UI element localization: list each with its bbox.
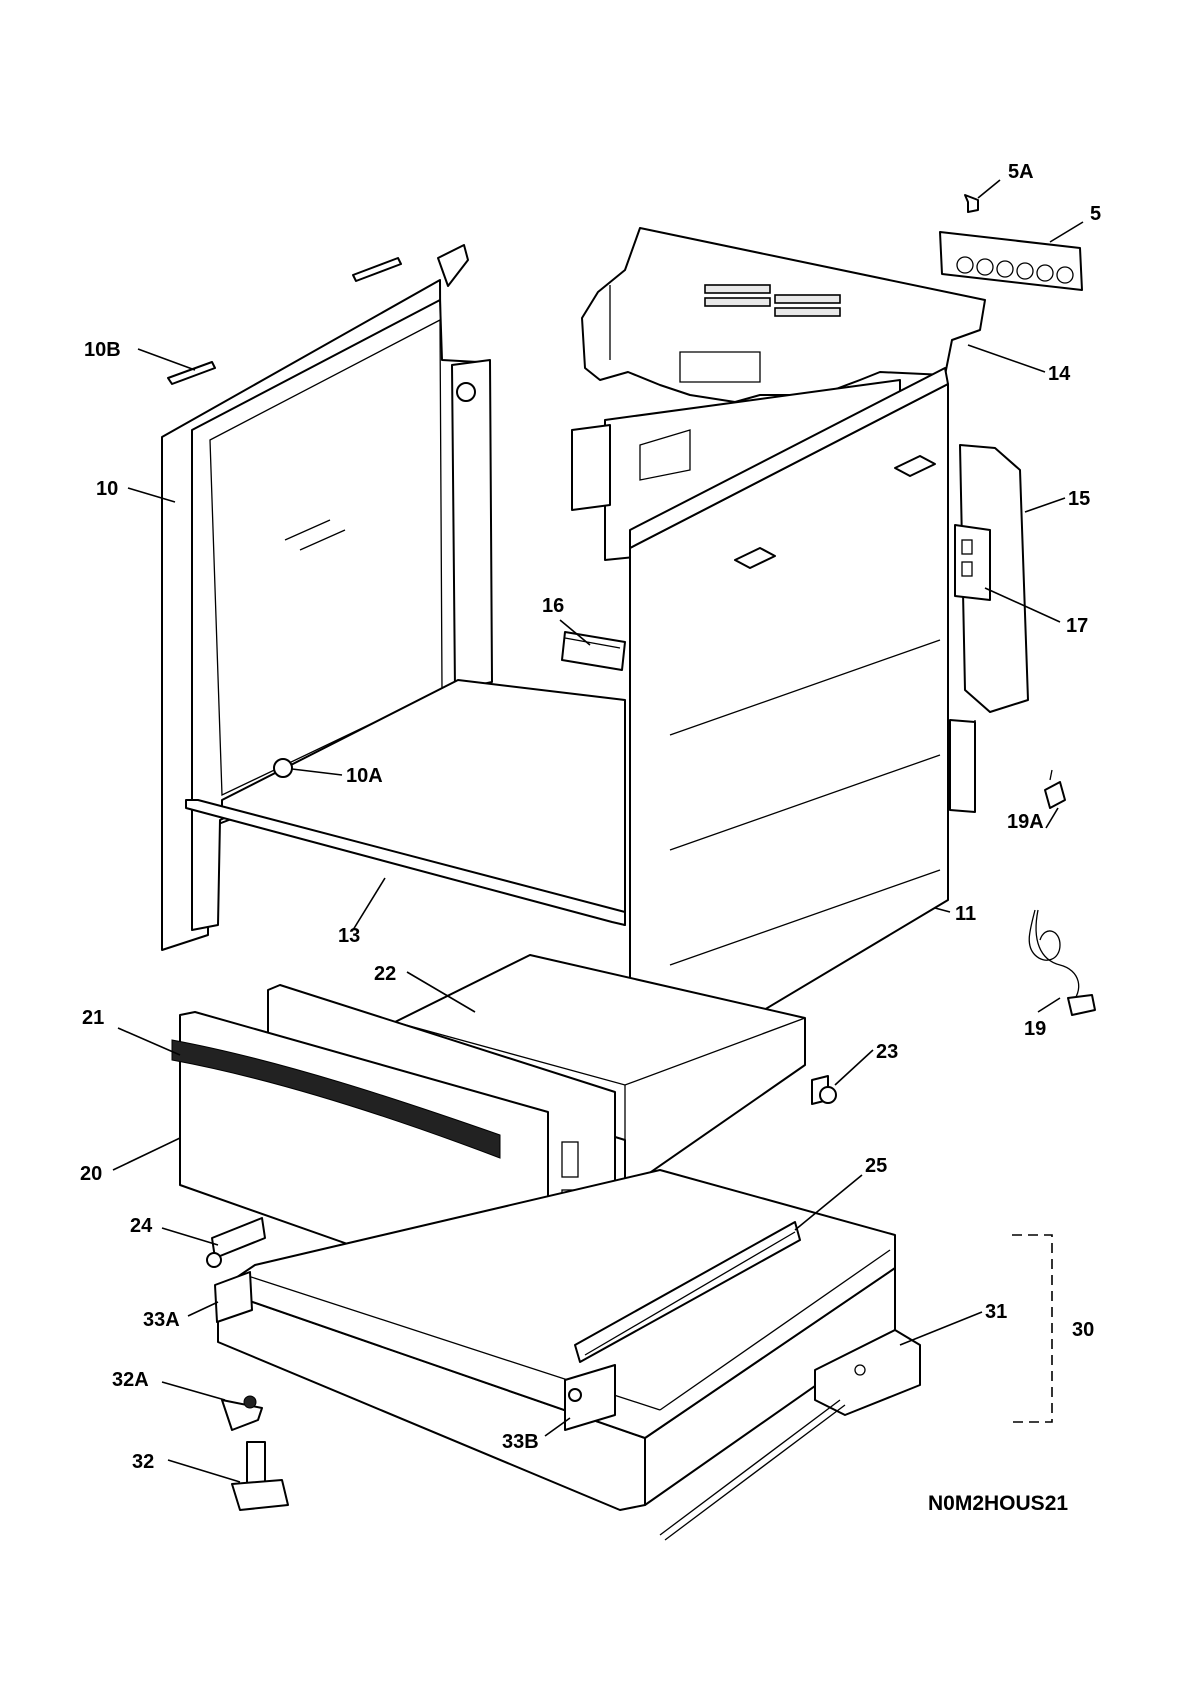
callout-33a: 33A xyxy=(143,1309,180,1331)
top-bracket-10b xyxy=(167,257,402,385)
callout-32: 32 xyxy=(132,1451,154,1473)
rail-bracket-33b xyxy=(564,1364,616,1431)
callout-15: 15 xyxy=(1068,488,1090,510)
callout-24: 24 xyxy=(130,1215,153,1237)
callout-5a: 5A xyxy=(1008,161,1034,183)
callout-10: 10 xyxy=(96,478,118,500)
callout-10b: 10B xyxy=(84,339,121,361)
callout-17: 17 xyxy=(1066,615,1088,637)
group-bracket-30 xyxy=(1012,1234,1053,1423)
callout-13: 13 xyxy=(338,925,360,947)
rear-panel xyxy=(581,227,986,403)
callout-11: 11 xyxy=(955,903,976,925)
callout-33b: 33B xyxy=(502,1431,539,1453)
leveling-leg-32 xyxy=(231,1441,289,1511)
callout-25: 25 xyxy=(865,1155,887,1177)
roller-23 xyxy=(811,1075,837,1105)
control-bracket xyxy=(939,231,1083,291)
callout-19: 19 xyxy=(1024,1018,1046,1040)
slide-rail-25 xyxy=(574,1221,801,1363)
callout-labels: 5A 5 10B 14 10 15 16 17 10A 19A 11 13 22… xyxy=(80,161,1101,1473)
callout-20: 20 xyxy=(80,1163,102,1185)
callout-10a: 10A xyxy=(346,765,383,787)
callout-14: 14 xyxy=(1048,363,1071,385)
diagram-code: N0M2HOUS21 xyxy=(928,1492,1068,1515)
callout-30: 30 xyxy=(1072,1319,1094,1341)
right-rear-bracket-15 xyxy=(949,444,1029,813)
leader-lines xyxy=(112,179,1084,1483)
wire-clip-19a xyxy=(1044,769,1066,809)
base-frame-30 xyxy=(217,1169,896,1511)
callout-16: 16 xyxy=(542,595,564,617)
callout-22: 22 xyxy=(374,963,396,985)
valve-31 xyxy=(659,1329,921,1541)
rear-bottom-plate-16 xyxy=(561,631,626,671)
slide-rail-24 xyxy=(206,1217,266,1268)
clip-5a xyxy=(964,194,979,213)
callout-21: 21 xyxy=(82,1007,104,1029)
right-side-panel-11 xyxy=(629,367,949,1091)
toe-strip-13 xyxy=(185,799,626,926)
leg-clip-32a xyxy=(221,1395,263,1431)
left-side-panel xyxy=(161,244,493,951)
power-cord-19 xyxy=(1028,909,1096,1016)
callout-19a: 19A xyxy=(1007,811,1044,833)
callout-23: 23 xyxy=(876,1041,898,1063)
rail-bracket-33a xyxy=(214,1271,253,1323)
callout-5: 5 xyxy=(1090,203,1101,225)
callout-32a: 32A xyxy=(112,1369,149,1391)
callout-31: 31 xyxy=(985,1301,1007,1323)
